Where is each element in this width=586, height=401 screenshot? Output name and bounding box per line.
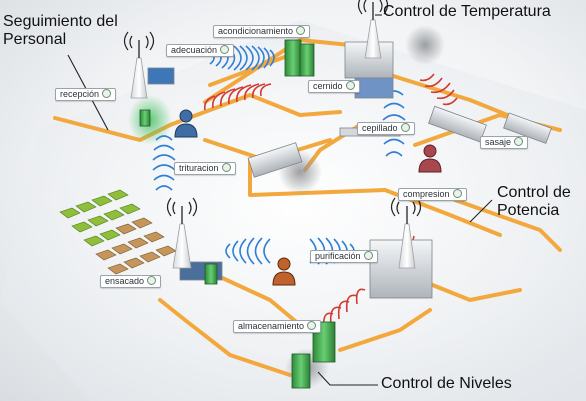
tag-bagging-status-icon [147,276,157,285]
tag-conditioning: acondicionamiento [213,25,311,38]
tag-compression-status-icon [452,189,462,198]
tag-adequacy-status-icon [220,45,230,54]
tag-brushed: cepillado [357,122,415,135]
tower-power [390,197,422,269]
tower-temperature [357,0,389,59]
callout-power-control: Control de Potencia [497,184,571,219]
tag-brushed-status-icon [400,123,410,132]
tag-purification-label: purificación [315,251,361,261]
tag-crushing: trituracion [174,162,236,175]
tag-compression: compresion [398,188,467,201]
worker-blue-icon [174,109,198,138]
tag-massage-status-icon [514,137,524,146]
tag-conditioning-label: acondicionamiento [218,26,294,36]
tag-adequacy: adecuación [166,44,235,57]
tag-crushing-status-icon [221,163,231,172]
tag-storage: almacenamiento [233,320,322,333]
tower-personal [123,31,155,99]
worker-red-icon [418,144,442,173]
tag-storage-label: almacenamiento [238,321,305,331]
callout-staff-tracking: Seguimiento del Personal [3,13,118,48]
tag-sifted-label: cernido [313,81,343,91]
callout-temperature-control: Control de Temperatura [383,3,551,20]
tag-compression-label: compresion [403,189,450,199]
tag-purification: purificación [310,250,378,263]
tag-reception-status-icon [102,89,112,98]
tag-crushing-label: trituracion [179,163,219,173]
worker-orange-icon [272,257,296,286]
tag-brushed-label: cepillado [362,123,398,133]
tag-reception-label: recepción [60,89,100,99]
tag-bagging: ensacado [100,275,162,288]
tag-purification-status-icon [363,251,373,260]
tag-sifted-status-icon [345,81,355,90]
tag-conditioning-status-icon [296,26,306,35]
tower-bagging [166,197,198,269]
callout-level-control: Control de Niveles [381,375,512,392]
shadow-cone-2 [405,25,445,65]
tag-storage-status-icon [307,321,317,330]
tag-adequacy-label: adecuación [171,45,218,55]
tag-massage-label: sasaje [485,137,512,147]
wireless-towers [123,0,422,269]
tag-bagging-label: ensacado [105,276,145,286]
tag-reception: recepción [55,88,117,101]
tag-massage: sasaje [480,136,529,149]
bag-pallets [59,189,177,275]
tag-sifted: cernido [308,80,360,93]
